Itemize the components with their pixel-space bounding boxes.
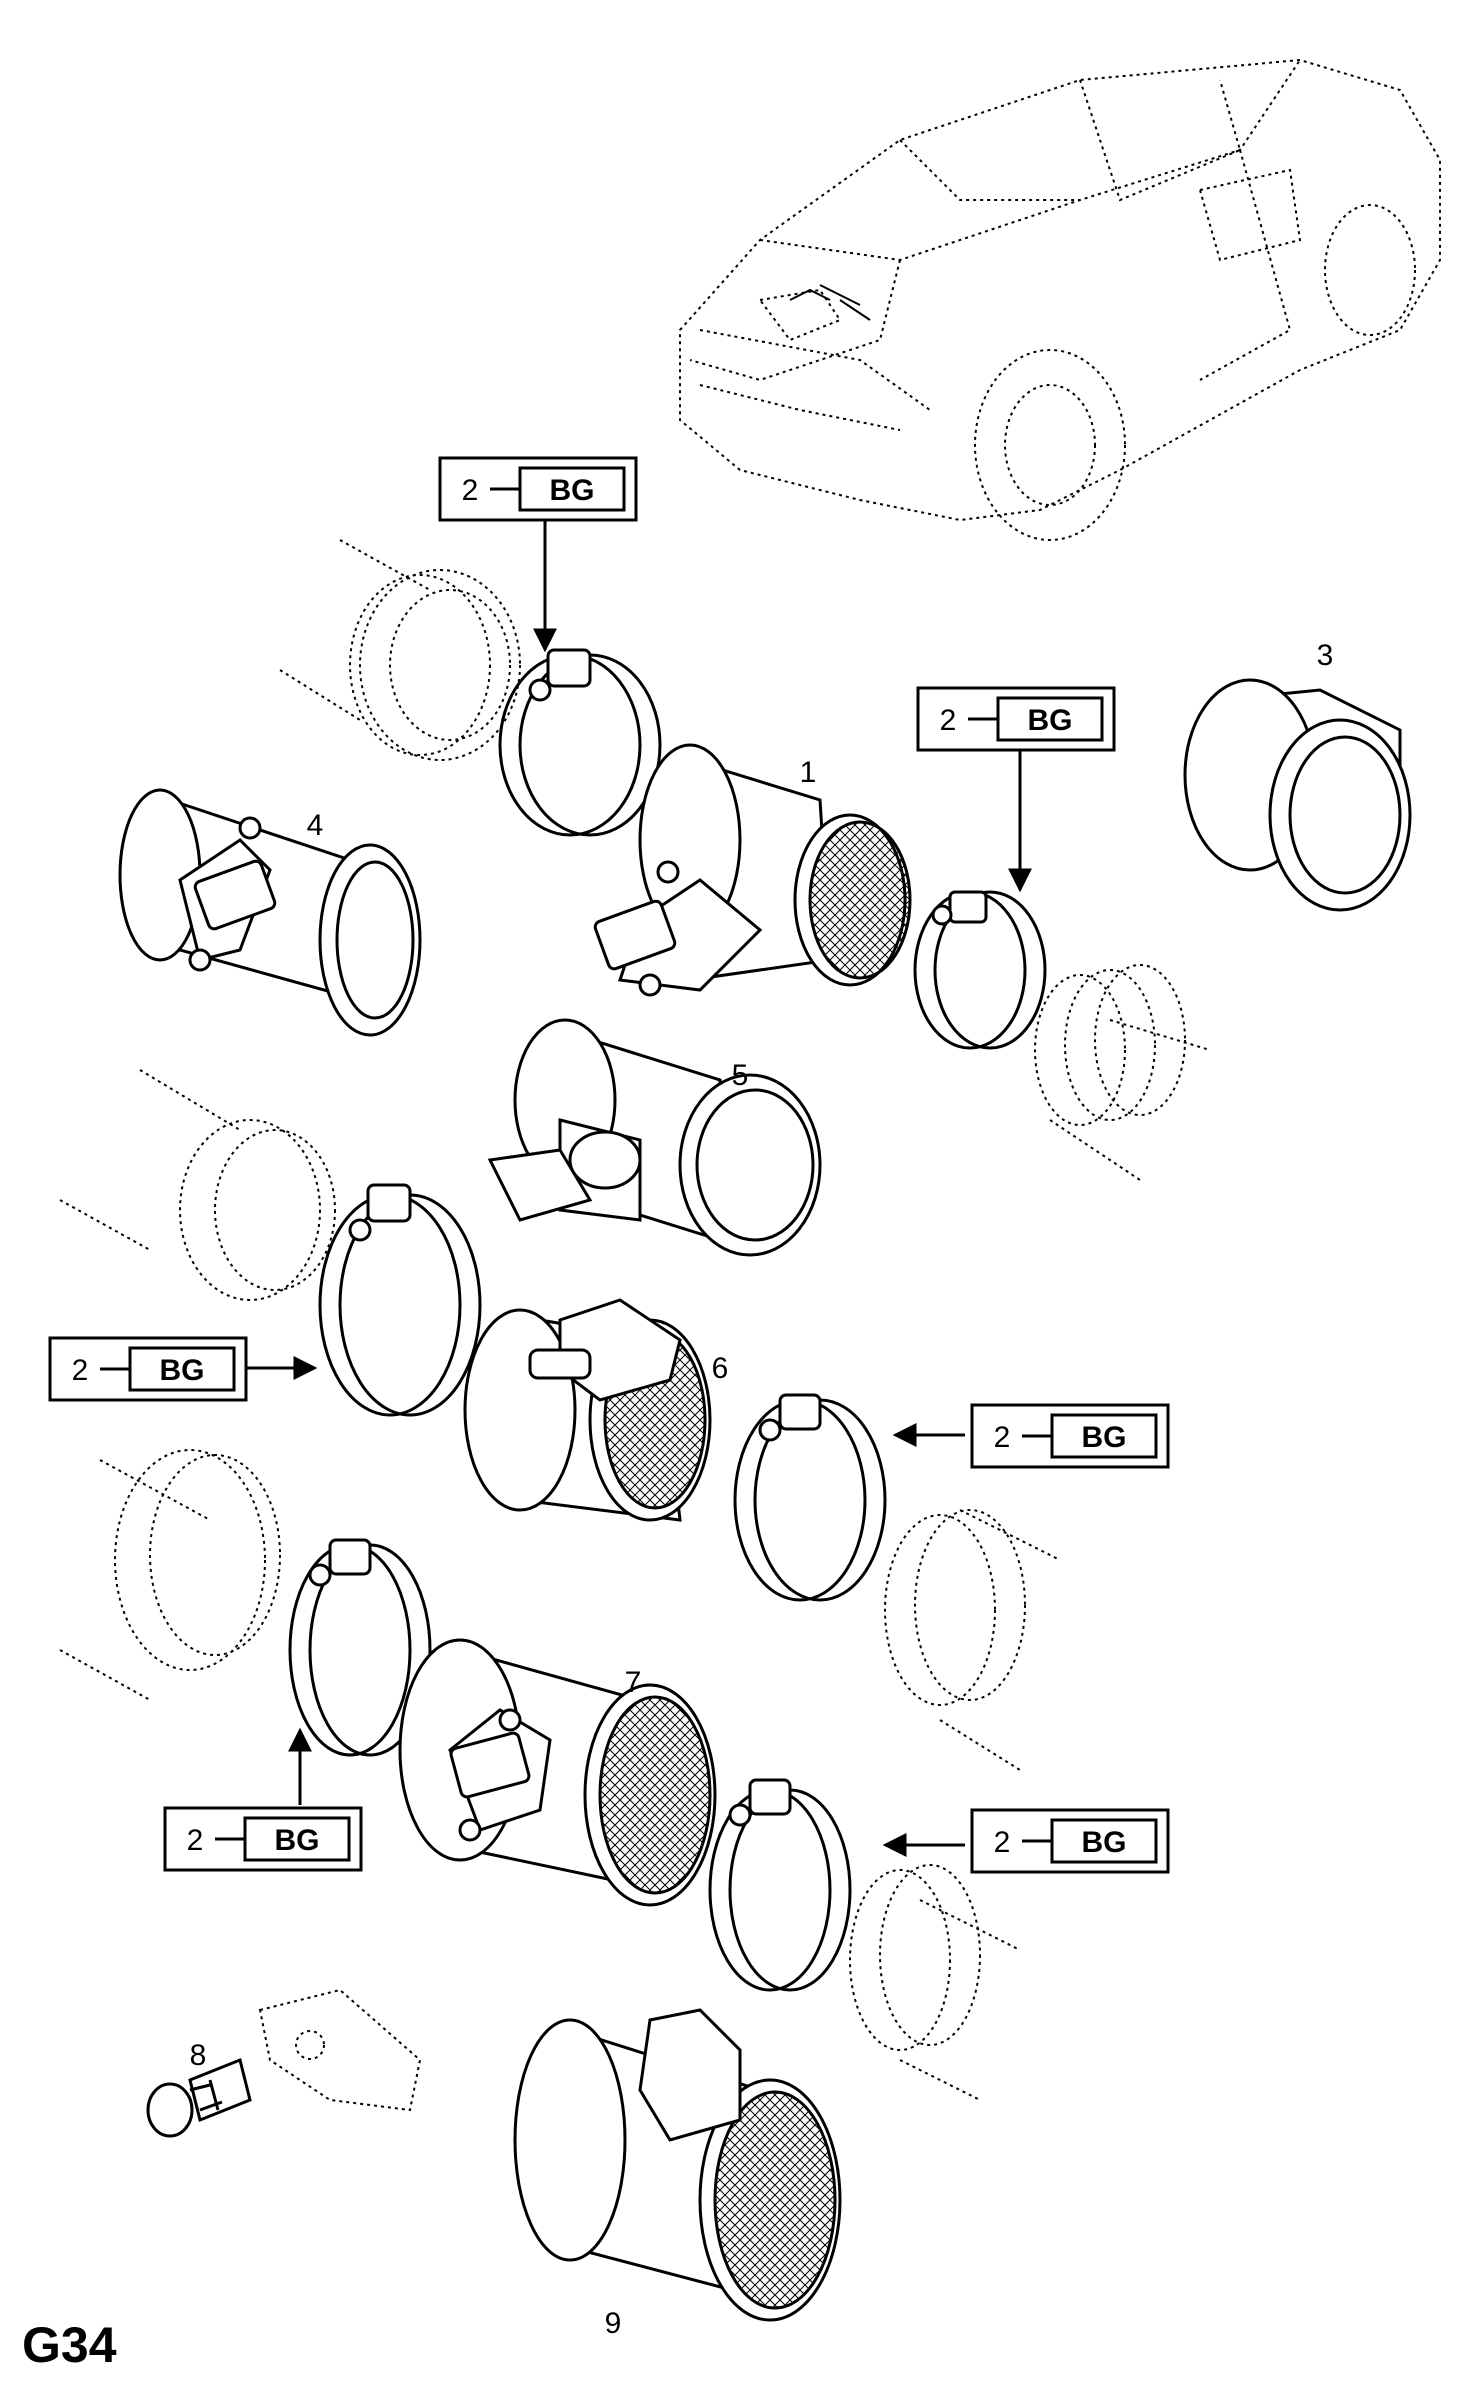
callout-code: BG	[1082, 1421, 1127, 1454]
hose-clamp-middle-right	[733, 1393, 887, 1602]
air-mass-meter-4	[118, 788, 422, 1037]
callout-box-5: 2 BG	[163, 1806, 363, 1872]
callout-box-1: 2 BG	[438, 456, 638, 522]
page-code: G34	[22, 2317, 117, 2373]
intake-duct-lower-left	[59, 1449, 281, 1701]
part-label-6: 6	[712, 1352, 729, 1385]
callout-qty: 2	[72, 1354, 89, 1387]
intake-duct-upper-left	[279, 539, 521, 761]
engine-bay-marker	[789, 284, 871, 321]
callout-code: BG	[160, 1354, 205, 1387]
outlet-duct-middle-right	[884, 1509, 1061, 1771]
hose-clamp-upper-right	[913, 890, 1047, 1050]
part-label-1: 1	[800, 756, 817, 789]
callout-code: BG	[1082, 1826, 1127, 1859]
callout-code: BG	[550, 474, 595, 507]
intake-duct-middle-left	[59, 1069, 336, 1301]
part-label-5: 5	[732, 1059, 749, 1092]
part-label-3: 3	[1317, 639, 1334, 672]
callout-box-3: 2 BG	[48, 1336, 248, 1402]
callout-box-4: 2 BG	[970, 1403, 1170, 1469]
air-mass-meter-7	[398, 1638, 717, 1907]
bolt-8	[146, 2057, 252, 2138]
vehicle-outline	[679, 58, 1441, 541]
callout-qty: 2	[994, 1421, 1011, 1454]
air-mass-meter-9	[513, 2008, 842, 2322]
callout-qty: 2	[462, 474, 479, 507]
callout-box-2: 2 BG	[916, 686, 1116, 752]
callout-qty: 2	[187, 1824, 204, 1857]
callout-qty: 2	[994, 1826, 1011, 1859]
callout-arrows	[245, 520, 1032, 1857]
air-mass-meter-1	[593, 743, 912, 997]
callout-code: BG	[1028, 704, 1073, 737]
hose-clamp-middle-left	[318, 1183, 482, 1417]
air-mass-meter-5	[487, 1018, 822, 1257]
outlet-duct-lower-right	[849, 1864, 1021, 2101]
air-mass-meter-3	[1183, 678, 1412, 912]
part-label-8: 8	[190, 2039, 207, 2072]
part-label-7: 7	[625, 1666, 642, 1699]
hose-clamp-lower-right	[708, 1778, 852, 1992]
outlet-duct-upper-right	[1034, 964, 1211, 1181]
callout-qty: 2	[940, 704, 957, 737]
part-label-4: 4	[307, 809, 324, 842]
hose-clamp-upper-left	[498, 648, 662, 837]
callout-box-6: 2 BG	[970, 1808, 1170, 1874]
hose-clamp-lower-left	[288, 1538, 432, 1757]
gasket-outline	[258, 1988, 422, 2112]
callout-code: BG	[275, 1824, 320, 1857]
air-mass-meter-6	[463, 1298, 712, 1522]
part-label-9: 9	[605, 2307, 622, 2340]
